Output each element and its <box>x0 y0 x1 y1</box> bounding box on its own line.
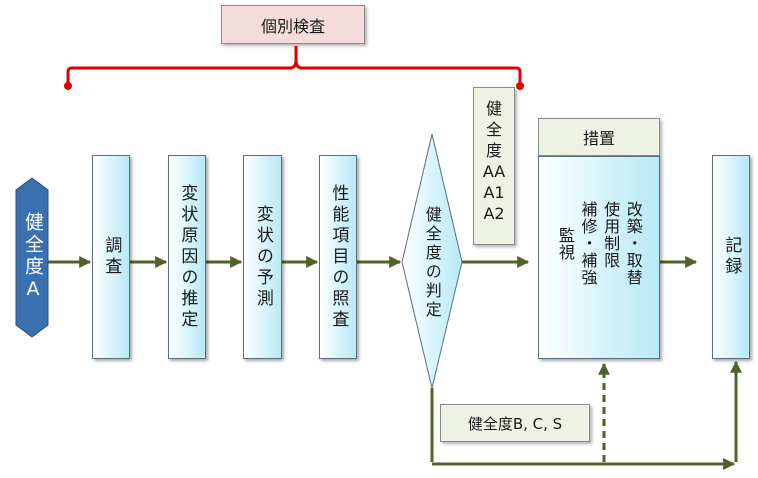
fail-note-label: 健全度B, C, S <box>467 414 563 433</box>
step-survey-label: 調査 <box>101 236 122 278</box>
step-performance-check: 性能項目の照査 <box>319 155 357 359</box>
inspection-scope-bracket <box>64 46 524 90</box>
pass-grade-note: 健 全 度 AA A1 A2 <box>473 87 515 245</box>
step-cause-label: 変状原因の推定 <box>177 183 198 331</box>
step-survey: 調査 <box>92 155 130 359</box>
decision-label-wrap: 健全度の判定 <box>418 180 446 345</box>
measures-header-label: 措置 <box>582 129 615 148</box>
start-label-wrap: 健全度A <box>17 190 48 325</box>
measure-rebuild: 改築・取替 <box>623 201 643 286</box>
record-box: 記録 <box>712 155 750 359</box>
record-label: 記録 <box>721 236 742 278</box>
start-label: 健全度A <box>21 212 44 303</box>
measures-header: 措置 <box>538 118 660 156</box>
step-prediction-label: 変状の予測 <box>252 204 273 310</box>
step-check-label: 性能項目の照査 <box>328 183 349 331</box>
measure-monitoring: 監視 <box>555 227 575 261</box>
pass-note-line: 健 <box>485 99 502 118</box>
pass-note-line: 度 <box>485 141 502 160</box>
measure-use-restriction: 使用制限 <box>601 201 621 269</box>
measures-box: 改築・取替 使用制限 補修・補強 監視 <box>538 156 660 359</box>
pass-note-line: A2 <box>483 204 505 223</box>
pass-note-line: AA <box>482 162 506 181</box>
measure-repair: 補修・補強 <box>578 201 598 286</box>
start-hexagon <box>15 177 49 338</box>
pass-note-line: A1 <box>483 183 505 202</box>
title-text: 個別検査 <box>260 16 325 36</box>
step-cause-estimation: 変状原因の推定 <box>168 155 206 359</box>
title-box: 個別検査 <box>221 5 365 44</box>
decision-label: 健全度の判定 <box>422 205 442 320</box>
fail-grade-note: 健全度B, C, S <box>440 404 590 442</box>
pass-note-line: 全 <box>485 120 502 139</box>
step-prediction: 変状の予測 <box>243 155 282 359</box>
